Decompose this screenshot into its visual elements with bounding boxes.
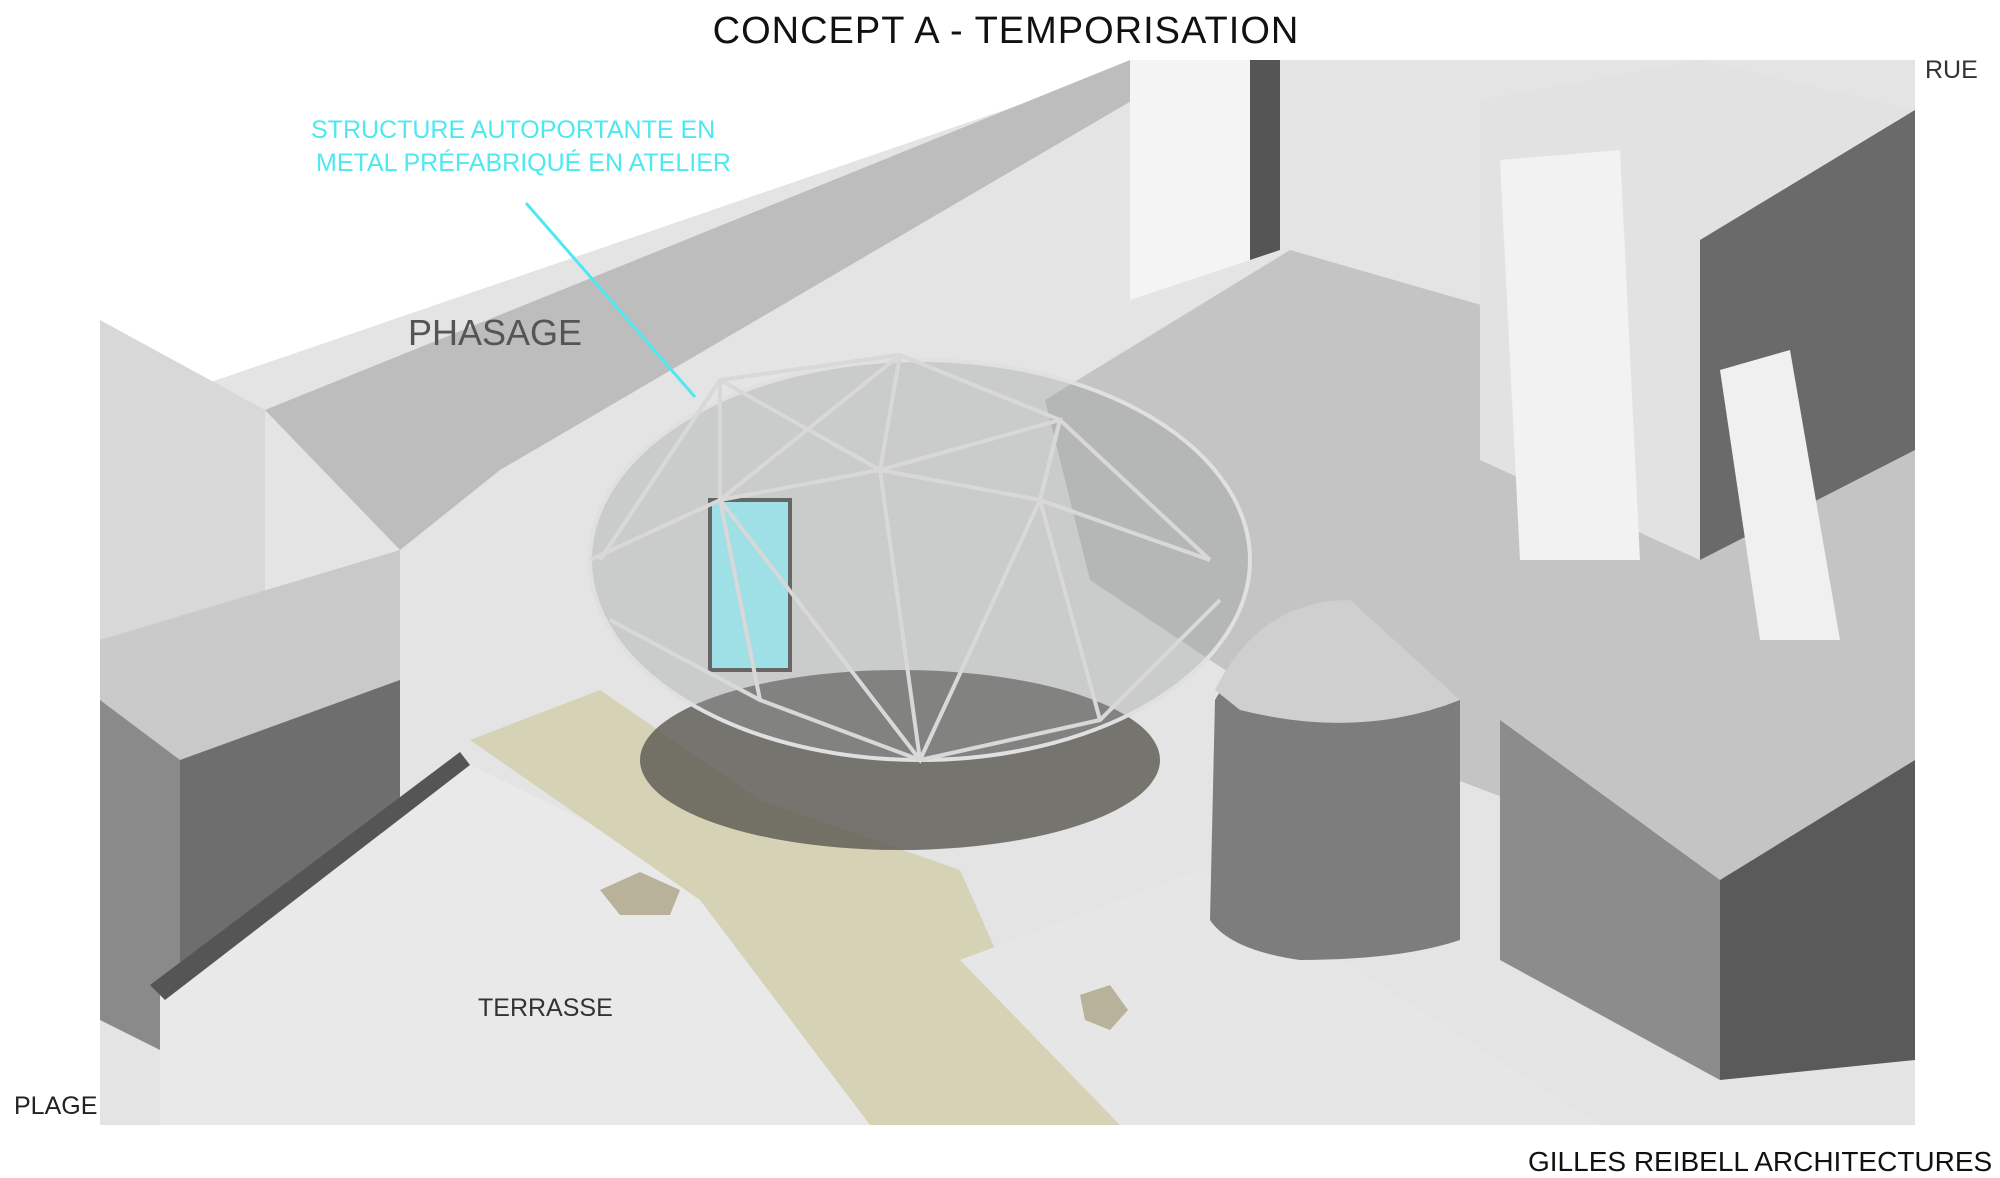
tower-column-1 [1500, 150, 1640, 560]
left-wall [100, 700, 180, 1060]
annotation-line-1: STRUCTURE AUTOPORTANTE EN [311, 116, 716, 144]
right-block-face [1500, 720, 1720, 1080]
cylinder-roof [1215, 600, 1460, 723]
architect-credit: GILLES REIBELL ARCHITECTURES [1528, 1146, 1993, 1177]
right-block-side [1720, 760, 1915, 1080]
label-phasage: PHASAGE [408, 312, 583, 353]
label-plage: PLAGE [14, 1092, 98, 1120]
back-tower-face [1250, 60, 1280, 260]
label-rue: RUE [1925, 56, 1978, 84]
rock [1080, 985, 1128, 1030]
sand-path [470, 690, 1180, 1125]
page-title: CONCEPT A - TEMPORISATION [712, 10, 1300, 52]
back-tower [1130, 60, 1280, 300]
geodesic-dome [588, 352, 1252, 764]
terrasse-edge [150, 752, 470, 1000]
label-terrasse: TERRASSE [478, 994, 613, 1022]
right-floor [960, 870, 1600, 1125]
annotation-leader-line [524, 202, 697, 398]
tower-column-2 [1720, 350, 1840, 640]
annotation-line-2: METAL PRÉFABRIQUÉ EN ATELIER [316, 149, 731, 177]
back-wall [265, 60, 1150, 550]
rock [600, 872, 680, 915]
